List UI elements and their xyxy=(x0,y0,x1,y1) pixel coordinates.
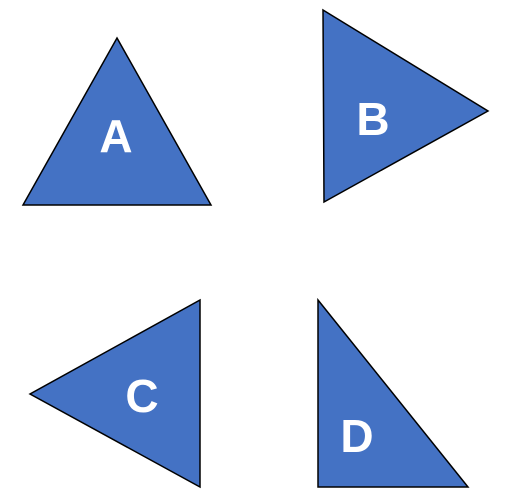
triangle-d xyxy=(317,297,470,488)
triangle-a-group: A xyxy=(21,36,213,206)
triangle-d-group: D xyxy=(317,297,470,488)
triangle-c xyxy=(28,298,201,489)
triangle-b-label: B xyxy=(356,93,389,145)
triangle-c-group: C xyxy=(28,298,201,489)
triangle-c-label: C xyxy=(125,370,158,422)
triangle-a xyxy=(21,36,213,206)
triangle-d-label: D xyxy=(340,410,373,462)
triangle-b xyxy=(322,8,490,204)
triangle-a-label: A xyxy=(99,110,132,162)
triangle-b-group: B xyxy=(322,8,490,204)
